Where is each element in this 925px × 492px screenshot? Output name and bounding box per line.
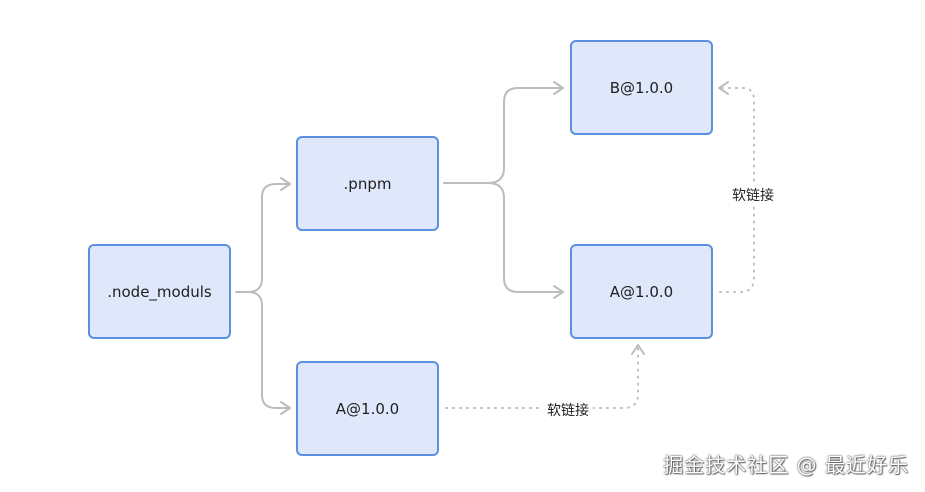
node-node-modules: .node_moduls xyxy=(88,244,231,339)
node-b-package-label: B@1.0.0 xyxy=(609,78,674,97)
symlink-a-top-to-a-store-arrowhead xyxy=(631,344,645,355)
node-a-package-top-label: A@1.0.0 xyxy=(335,399,400,418)
node-node-modules-label: .node_moduls xyxy=(107,282,212,301)
node-a-package-top: A@1.0.0 xyxy=(296,361,439,456)
edge-node-modules-to-a-top-arrowhead xyxy=(280,401,291,415)
edge-label-symlink-right: 软链接 xyxy=(728,185,778,205)
node-pnpm: .pnpm xyxy=(296,136,439,231)
edge-node-modules-to-pnpm xyxy=(235,183,291,293)
edge-pnpm-to-a-store-arrowhead xyxy=(553,285,564,299)
edge-node-modules-to-pnpm-arrowhead xyxy=(280,177,291,191)
node-a-package-store: A@1.0.0 xyxy=(570,244,713,339)
symlink-a-top-to-a-store xyxy=(445,345,639,409)
edge-node-modules-to-a-top xyxy=(247,291,291,409)
symlink-a-store-to-b-arrowhead xyxy=(718,81,729,95)
edge-pnpm-to-b-arrowhead xyxy=(553,81,564,95)
node-b-package: B@1.0.0 xyxy=(570,40,713,135)
edge-pnpm-to-a-store xyxy=(487,182,564,293)
node-a-package-store-label: A@1.0.0 xyxy=(609,282,674,301)
watermark: 掘金技术社区 @ 最近好乐 xyxy=(663,453,909,477)
edge-label-symlink-top: 软链接 xyxy=(543,400,593,420)
node-pnpm-label: .pnpm xyxy=(343,174,392,193)
edge-pnpm-to-b xyxy=(443,87,564,184)
